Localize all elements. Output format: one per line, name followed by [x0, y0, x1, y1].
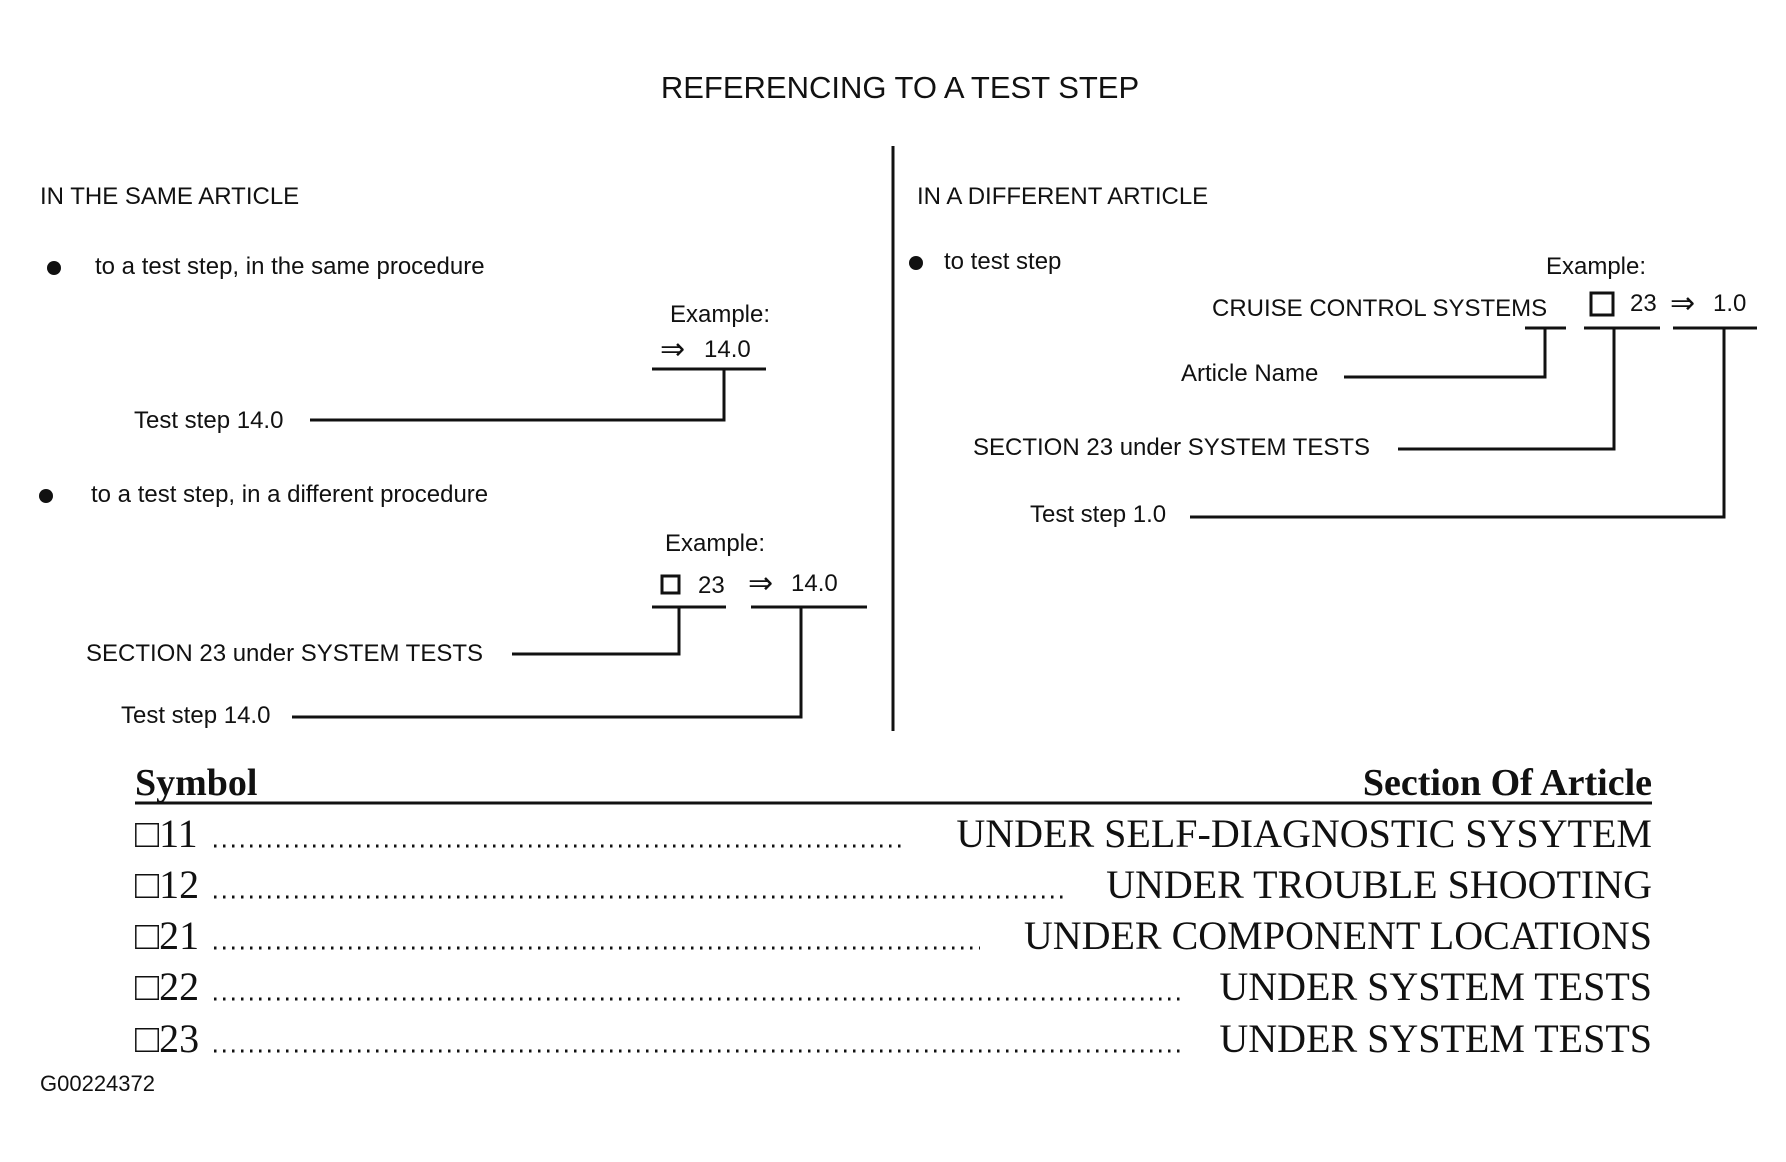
callout-article-name: Article Name: [1181, 360, 1318, 387]
bullet-same-procedure: to a test step, in the same procedure: [95, 253, 485, 280]
article-name: CRUISE CONTROL SYSTEMS: [1212, 295, 1547, 322]
test-step-number: 14.0: [704, 336, 751, 363]
arrow-icon: ⇒: [1670, 287, 1695, 320]
callout-test-step: Test step 14.0: [121, 702, 270, 729]
row-symbol: □12: [135, 862, 199, 907]
page-title: REFERENCING TO A TEST STEP: [661, 70, 1139, 105]
bullet-test-step: to test step: [944, 248, 1061, 275]
row-section: UNDER TROUBLE SHOOTING: [1106, 862, 1652, 907]
table-row: □11 UNDER SELF-DIAGNOSTIC SYSYTEM: [135, 811, 1652, 856]
row-section: UNDER SELF-DIAGNOSTIC SYSYTEM: [956, 811, 1652, 856]
section-symbol-icon: [660, 574, 681, 595]
row-symbol: □11: [135, 811, 198, 856]
bullet-dot: [39, 489, 53, 503]
leader-line: [310, 369, 726, 422]
row-symbol: □22: [135, 964, 199, 1009]
row-symbol: □23: [135, 1016, 199, 1061]
callout-test-step: Test step 1.0: [1030, 501, 1166, 528]
table-header-section: Section Of Article: [1363, 762, 1652, 804]
left-heading: IN THE SAME ARTICLE: [40, 183, 299, 210]
arrow-icon: ⇒: [748, 567, 773, 600]
bullet-different-procedure: to a test step, in a different procedure: [91, 481, 488, 508]
callout-test-step: Test step 14.0: [134, 407, 283, 434]
table-row: □23 UNDER SYSTEM TESTS: [135, 1016, 1652, 1061]
symbol-table: Symbol Section Of Article □11 UNDER SELF…: [135, 762, 1652, 1061]
row-section: UNDER SYSTEM TESTS: [1219, 1016, 1652, 1061]
table-row: □21 UNDER COMPONENT LOCATIONS: [135, 913, 1652, 958]
leader-line: [1398, 328, 1616, 451]
callout-section: SECTION 23 under SYSTEM TESTS: [973, 434, 1370, 461]
example-label: Example:: [1546, 253, 1646, 280]
example-label: Example:: [665, 530, 765, 557]
row-symbol: □21: [135, 913, 199, 958]
leader-line: [512, 607, 681, 656]
bullet-dot: [909, 256, 923, 270]
leader-line: [1344, 328, 1547, 379]
section-symbol-icon: [1589, 291, 1615, 317]
callout-section: SECTION 23 under SYSTEM TESTS: [86, 640, 483, 667]
example-label: Example:: [670, 301, 770, 328]
arrow-icon: ⇒: [660, 333, 685, 366]
table-row: □22 UNDER SYSTEM TESTS: [135, 964, 1652, 1009]
section-number: 23: [1630, 290, 1657, 317]
bullet-dot: [47, 261, 61, 275]
row-section: UNDER SYSTEM TESTS: [1219, 964, 1652, 1009]
table-header-symbol: Symbol: [135, 762, 257, 804]
right-heading: IN A DIFFERENT ARTICLE: [917, 183, 1208, 210]
figure-id: G00224372: [40, 1071, 155, 1096]
row-section: UNDER COMPONENT LOCATIONS: [1024, 913, 1652, 958]
test-step-number: 1.0: [1713, 290, 1746, 317]
test-step-number: 14.0: [791, 570, 838, 597]
table-row: □12 UNDER TROUBLE SHOOTING: [135, 862, 1652, 907]
section-number: 23: [698, 572, 725, 599]
leader-line: [292, 607, 803, 719]
leader-line: [1190, 328, 1726, 519]
